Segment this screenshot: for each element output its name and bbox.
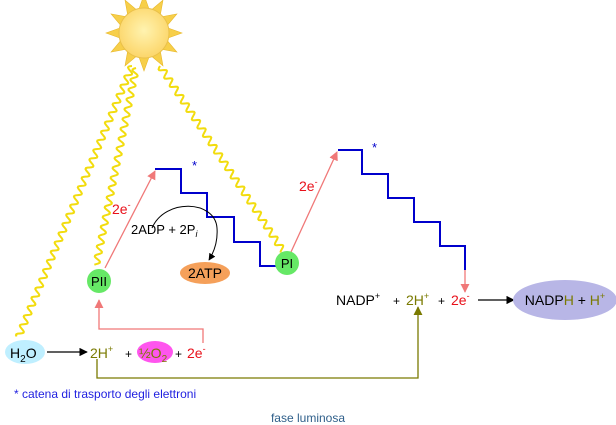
plus-sign-4: + [438,294,445,308]
protons-left: 2H+ [90,344,113,361]
sun-ray [105,27,121,39]
sun-ray [138,56,150,72]
svg-text:H2O: H2O [10,345,37,365]
nadph-product: NADPH + H+ [513,280,616,320]
photosystem-i: PI [275,251,299,275]
nadph-label: NADPH + H+ [525,291,605,308]
psii-label: PII [91,274,107,289]
plus-sign-3: + [393,294,400,308]
plus-sign-1: + [125,347,132,361]
chain-star-1: * [192,158,197,173]
sun-ray [167,27,183,39]
plus-sign-2: + [175,347,182,361]
svg-text:½O2: ½O2 [139,345,168,365]
atp-label: 2ATP [188,265,222,281]
electron-transport-chain-1 [155,168,284,267]
nadp-plus: NADP+ [336,291,380,308]
light-wave-2 [93,67,139,266]
protons-right: 2H+ [406,291,429,308]
footnote: * catena di trasporto degli elettroni [14,387,196,401]
chain-star-2: * [372,140,377,155]
electrons-left: 2e- [187,344,206,361]
light-wave-3 [157,65,285,253]
oxygen-molecule: ½O2 [137,341,173,365]
electrons-psi: 2e- [299,177,318,194]
psi-label: PI [281,256,293,271]
water-molecule: H2O [5,340,45,365]
electrons-right: 2e- [451,291,470,308]
water-label: H [10,345,20,361]
light-waves [14,65,285,337]
oxygen-label: ½O [139,345,162,361]
electron-return-path [94,299,204,343]
psii-excitation-arrow [104,170,156,269]
adp-pi-label: 2ADP + 2Pi [131,222,198,239]
atp-molecule: 2ATP [180,262,230,284]
caption: fase luminosa [271,411,345,425]
sun-icon [105,0,183,72]
psi-excitation-arrow [290,151,338,253]
atp-synthesis-arrow [151,205,218,261]
electrons-psii: 2e- [112,200,131,217]
proton-transfer-path [96,306,423,379]
photosystem-ii: PII [87,269,111,293]
electron-transport-chain-2 [338,149,466,270]
light-wave-1 [14,65,134,337]
